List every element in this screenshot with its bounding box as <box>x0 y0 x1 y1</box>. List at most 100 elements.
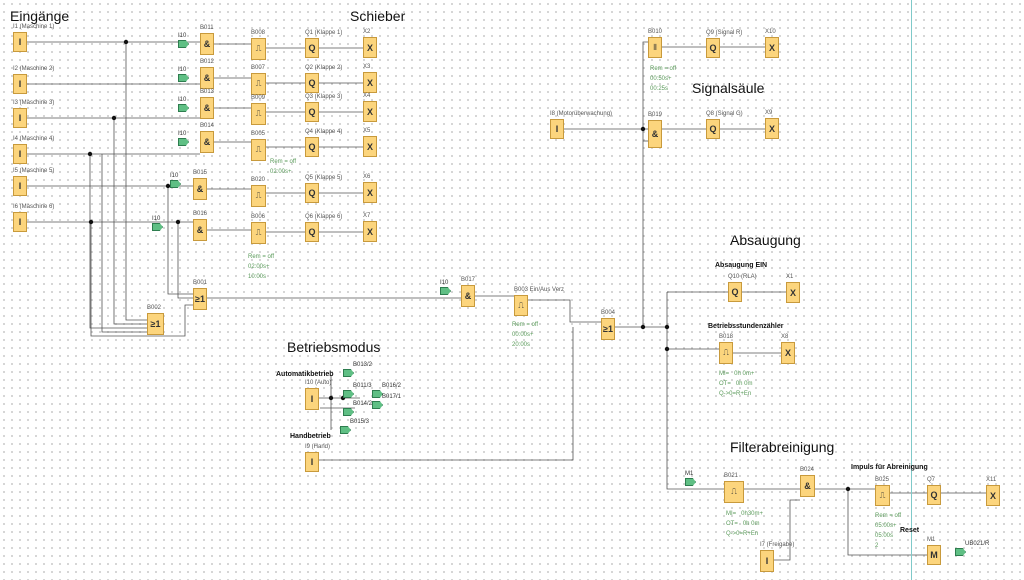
block-x8[interactable]: X <box>781 342 795 364</box>
block-label: B018 <box>719 334 734 340</box>
block-b007[interactable]: ⎍ <box>251 73 266 95</box>
block-x2[interactable]: X <box>363 37 377 58</box>
block-i7[interactable]: I <box>760 550 774 572</box>
block-x9[interactable]: X <box>765 118 779 139</box>
block-q10[interactable]: Q <box>728 282 742 302</box>
connector-flag-icon[interactable] <box>685 478 696 486</box>
connector-label: B016/2 <box>382 383 402 389</box>
connector-flag-icon[interactable] <box>372 390 383 398</box>
block-q1[interactable]: Q <box>305 38 319 58</box>
block-label: X2 <box>363 29 371 35</box>
block-b010[interactable]: ⫴ <box>648 37 662 58</box>
block-b003[interactable]: ⎍ <box>514 295 528 316</box>
connector-flag-icon[interactable] <box>372 401 383 409</box>
block-parameters-b021: MI= 0h30m+ OT= 0h 0m Q->0=R+En <box>726 511 764 537</box>
block-x1[interactable]: X <box>786 282 800 303</box>
wire <box>90 222 193 337</box>
block-i10[interactable]: I <box>305 388 319 410</box>
connector-flag-icon[interactable] <box>343 369 354 377</box>
block-b013[interactable]: & <box>200 97 214 119</box>
connector-flag-icon[interactable] <box>178 74 189 82</box>
block-q5[interactable]: Q <box>305 183 319 203</box>
block-label: B004 <box>601 310 616 316</box>
block-b024[interactable]: & <box>800 475 815 497</box>
block-q6[interactable]: Q <box>305 222 319 242</box>
block-x5[interactable]: X <box>363 136 377 157</box>
block-label: B014 <box>200 123 215 129</box>
block-b019[interactable]: & <box>648 120 662 148</box>
block-b012[interactable]: & <box>200 67 214 89</box>
wire-junction <box>88 219 94 225</box>
connector-flag-icon[interactable] <box>152 223 163 231</box>
block-label: B012 <box>200 59 215 65</box>
block-label: Q3 (Klappe 3) <box>305 94 343 100</box>
block-i9[interactable]: I <box>305 452 319 472</box>
wire <box>167 186 193 295</box>
block-b006[interactable]: ⎍ <box>251 222 266 244</box>
connector-label: I10 <box>178 97 187 103</box>
block-x11[interactable]: X <box>986 485 1000 506</box>
block-label: I2 (Maschine 2) <box>13 66 55 72</box>
block-label: B020 <box>251 177 266 183</box>
block-q2[interactable]: Q <box>305 73 319 93</box>
block-b008[interactable]: ⎍ <box>251 38 266 60</box>
wire-junction <box>664 324 670 330</box>
title-mode: Betriebsmodus <box>287 339 381 355</box>
vertical-guide-line <box>911 0 912 580</box>
block-i8[interactable]: I <box>550 119 564 139</box>
block-b001[interactable]: ≥1 <box>193 288 207 310</box>
block-i2[interactable]: I <box>13 74 27 94</box>
block-b014[interactable]: & <box>200 131 214 153</box>
block-x10[interactable]: X <box>765 37 779 58</box>
block-b015[interactable]: & <box>193 178 207 200</box>
connector-label: I10 <box>152 216 161 222</box>
block-i3[interactable]: I <box>13 108 27 128</box>
block-i6[interactable]: I <box>13 212 27 232</box>
block-b011[interactable]: & <box>200 33 214 55</box>
block-x3[interactable]: X <box>363 72 377 93</box>
block-b009[interactable]: ⎍ <box>251 103 266 125</box>
block-label: B003 Ein/Aus Verz <box>514 287 565 293</box>
block-q9[interactable]: Q <box>706 38 720 58</box>
connector-flag-icon[interactable] <box>178 138 189 146</box>
connector-flag-icon[interactable] <box>178 104 189 112</box>
block-b016[interactable]: & <box>193 219 207 241</box>
connector-flag-icon[interactable] <box>340 426 351 434</box>
block-m1[interactable]: M <box>927 545 941 565</box>
block-b021[interactable]: ⎍ <box>724 481 744 503</box>
block-b002[interactable]: ≥1 <box>147 313 164 335</box>
block-parameters-b025: Rem = off 05:00s+ 05:00s 2 <box>875 513 902 549</box>
block-b020[interactable]: ⎍ <box>251 185 266 207</box>
block-i4[interactable]: I <box>13 144 27 164</box>
block-b004[interactable]: ≥1 <box>601 318 615 340</box>
block-b025[interactable]: ⎍ <box>875 485 890 506</box>
block-label: Q10 (RLA) <box>728 274 757 280</box>
connector-flag-icon[interactable] <box>343 390 354 398</box>
block-x6[interactable]: X <box>363 182 377 203</box>
connector-label: I10 <box>440 280 449 286</box>
connector-flag-icon[interactable] <box>955 548 966 556</box>
block-x4[interactable]: X <box>363 101 377 122</box>
block-q3[interactable]: Q <box>305 102 319 122</box>
block-b018[interactable]: ⎍ <box>719 342 733 364</box>
block-i1[interactable]: I <box>13 32 27 52</box>
block-b017[interactable]: & <box>461 285 475 307</box>
block-parameters-b003: Rem = off 00:00s+ 20:00s <box>512 322 539 348</box>
block-q8[interactable]: Q <box>706 119 720 139</box>
block-x7[interactable]: X <box>363 221 377 242</box>
block-q7[interactable]: Q <box>927 485 941 505</box>
block-label: X8 <box>781 334 789 340</box>
connector-flag-icon[interactable] <box>178 40 189 48</box>
wire <box>642 41 648 327</box>
connector-flag-icon[interactable] <box>170 180 181 188</box>
block-parameters-b006: Rem = off 02:00s+ 10:00s <box>248 254 275 280</box>
connector-flag-icon[interactable] <box>440 287 451 295</box>
block-q4[interactable]: Q <box>305 137 319 157</box>
block-label: X10 <box>765 29 776 35</box>
subtitle-auto: Automatikbetrieb <box>276 371 334 378</box>
block-b005[interactable]: ⎍ <box>251 139 266 161</box>
connector-flag-icon[interactable] <box>343 408 354 416</box>
block-label: I1 (Maschine 1) <box>13 24 55 30</box>
block-i5[interactable]: I <box>13 176 27 196</box>
wire <box>89 154 147 329</box>
